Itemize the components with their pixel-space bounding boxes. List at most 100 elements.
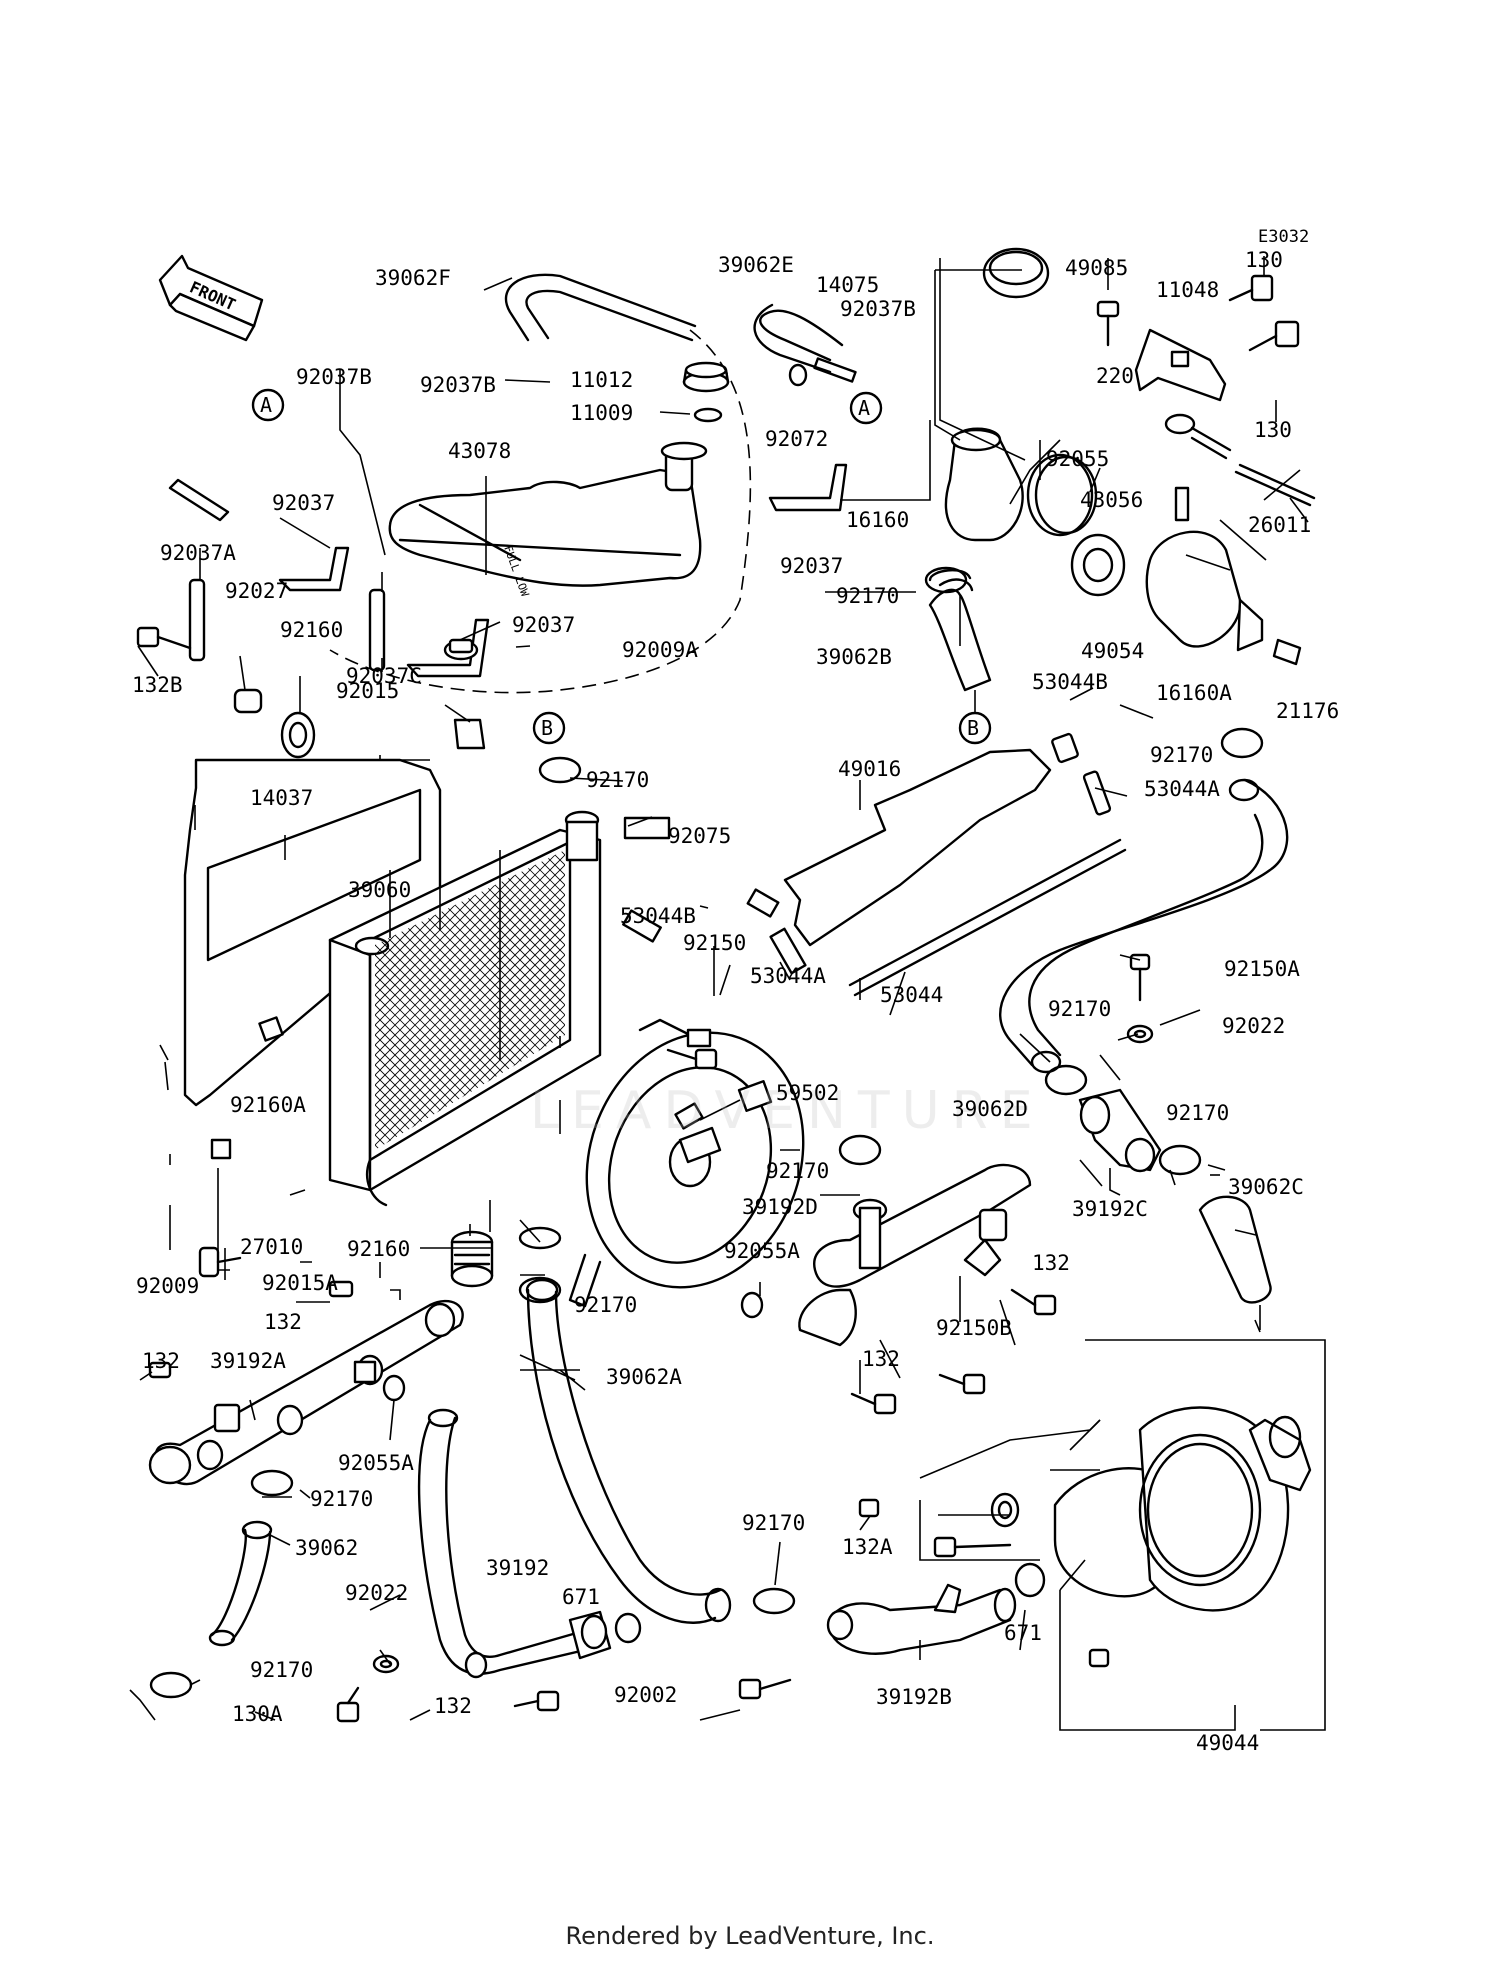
part-label: 92150A xyxy=(1224,957,1300,981)
water-pump xyxy=(858,1406,1312,1668)
part-label: 43056 xyxy=(1080,488,1143,512)
pipe-39192D xyxy=(798,1163,1032,1347)
part-label: 132 xyxy=(862,1347,900,1371)
part-label: 92055A xyxy=(724,1239,800,1263)
part-label: 92037 xyxy=(780,554,843,578)
callout-b-right: B xyxy=(967,716,979,740)
part-label: 39062E xyxy=(718,253,794,277)
part-label: 92170 xyxy=(574,1293,637,1317)
brackets xyxy=(168,463,848,678)
part-label: 14075 xyxy=(816,273,879,297)
front-arrow-icon: FRONT xyxy=(158,254,264,342)
part-label: 220 xyxy=(1096,364,1134,388)
part-label: 92075 xyxy=(668,824,731,848)
part-labels: 39062F 39062E 14075 49085 11048 130 130 … xyxy=(132,248,1339,1755)
part-label: 92009 xyxy=(136,1274,199,1298)
part-label: 49054 xyxy=(1081,639,1144,663)
part-label: 39062 xyxy=(295,1536,358,1560)
reservoir-cap xyxy=(682,361,730,423)
bracket-11048 xyxy=(1096,274,1316,507)
callout-a-left: A xyxy=(260,393,272,417)
watermark-text: LEADVENTURE xyxy=(530,1081,1045,1141)
part-label: 39062C xyxy=(1228,1175,1304,1199)
part-label: 49016 xyxy=(838,757,901,781)
part-label: 132 xyxy=(1032,1251,1070,1275)
part-label: 39062B xyxy=(816,645,892,669)
hose-39062A xyxy=(518,1226,732,1624)
radiator-shroud xyxy=(183,758,442,1107)
hose-39062D xyxy=(999,778,1289,1074)
hose-39062C xyxy=(1198,1195,1272,1304)
part-label: 92160 xyxy=(347,1237,410,1261)
hose-39062 xyxy=(208,1520,273,1647)
part-label: 92170 xyxy=(1150,743,1213,767)
part-label: 49044 xyxy=(1196,1731,1259,1755)
part-label: 130 xyxy=(1254,418,1292,442)
part-label: 92170 xyxy=(836,584,899,608)
footer-credit: Rendered by LeadVenture, Inc. xyxy=(565,1922,935,1950)
part-label: 43078 xyxy=(448,439,511,463)
hose-39062F xyxy=(504,273,697,342)
part-label: 39062F xyxy=(375,266,451,290)
part-label: 39062A xyxy=(606,1365,682,1389)
part-label: 92072 xyxy=(765,427,828,451)
part-label: 16160A xyxy=(1156,681,1232,705)
part-label: 92037B xyxy=(840,297,916,321)
part-label: 92170 xyxy=(742,1511,805,1535)
reservoir-tank: FULL LOW xyxy=(388,441,708,599)
part-label: 59502 xyxy=(776,1081,839,1105)
part-label: 92037B xyxy=(420,373,496,397)
pipe-39192B xyxy=(826,1583,1017,1655)
part-label: 130A xyxy=(232,1702,283,1726)
part-label: 53044B xyxy=(1032,670,1108,694)
part-label: 39192A xyxy=(210,1349,286,1373)
part-label: 92015 xyxy=(336,679,399,703)
part-label: 53044A xyxy=(750,964,826,988)
callout-markers: A A B B xyxy=(251,388,992,745)
part-label: 92027 xyxy=(225,579,288,603)
part-label: 92015A xyxy=(262,1271,338,1295)
part-label: 92037A xyxy=(160,541,236,565)
part-label: 92170 xyxy=(1166,1101,1229,1125)
part-label: 14037 xyxy=(250,786,313,810)
part-label: 92037B xyxy=(296,365,372,389)
part-label: 39192 xyxy=(486,1556,549,1580)
joint-39192C xyxy=(1078,953,1162,1173)
part-label: 27010 xyxy=(240,1235,303,1259)
diagram-code: E3032 xyxy=(1258,227,1310,247)
part-label: 92037 xyxy=(512,613,575,637)
part-label: 671 xyxy=(562,1585,600,1609)
leader-lines xyxy=(129,256,1326,1731)
part-label: 132 xyxy=(264,1310,302,1334)
part-label: 92170 xyxy=(586,768,649,792)
part-label: 49085 xyxy=(1065,256,1128,280)
hose-39192 xyxy=(417,1408,612,1679)
part-label: 11048 xyxy=(1156,278,1219,302)
part-label: 92009A xyxy=(622,638,698,662)
thermostat-housing xyxy=(944,247,1302,666)
part-label: 92170 xyxy=(250,1658,313,1682)
part-label: 92160 xyxy=(280,618,343,642)
part-label: 53044B xyxy=(620,904,696,928)
radiator xyxy=(328,810,602,1207)
hose-39062E xyxy=(753,303,857,387)
part-label: 92002 xyxy=(614,1683,677,1707)
part-label: 26011 xyxy=(1248,513,1311,537)
part-label: 132A xyxy=(842,1535,893,1559)
part-label: 92022 xyxy=(345,1581,408,1605)
callout-b-left: B xyxy=(541,716,553,740)
part-label: 132B xyxy=(132,673,183,697)
part-label: 132 xyxy=(142,1349,180,1373)
part-label: 92170 xyxy=(310,1487,373,1511)
part-label: 39192C xyxy=(1072,1197,1148,1221)
bolts xyxy=(336,1048,1057,1723)
part-label: 132 xyxy=(434,1694,472,1718)
part-label: 39192D xyxy=(742,1195,818,1219)
part-label: 92150 xyxy=(683,931,746,955)
part-label: 39060 xyxy=(348,878,411,902)
pipe-39192A xyxy=(148,1299,464,1486)
radiator-cover xyxy=(783,732,1127,997)
part-label: 39062D xyxy=(952,1097,1028,1121)
part-label: 53044 xyxy=(880,983,943,1007)
part-label: 92022 xyxy=(1222,1014,1285,1038)
